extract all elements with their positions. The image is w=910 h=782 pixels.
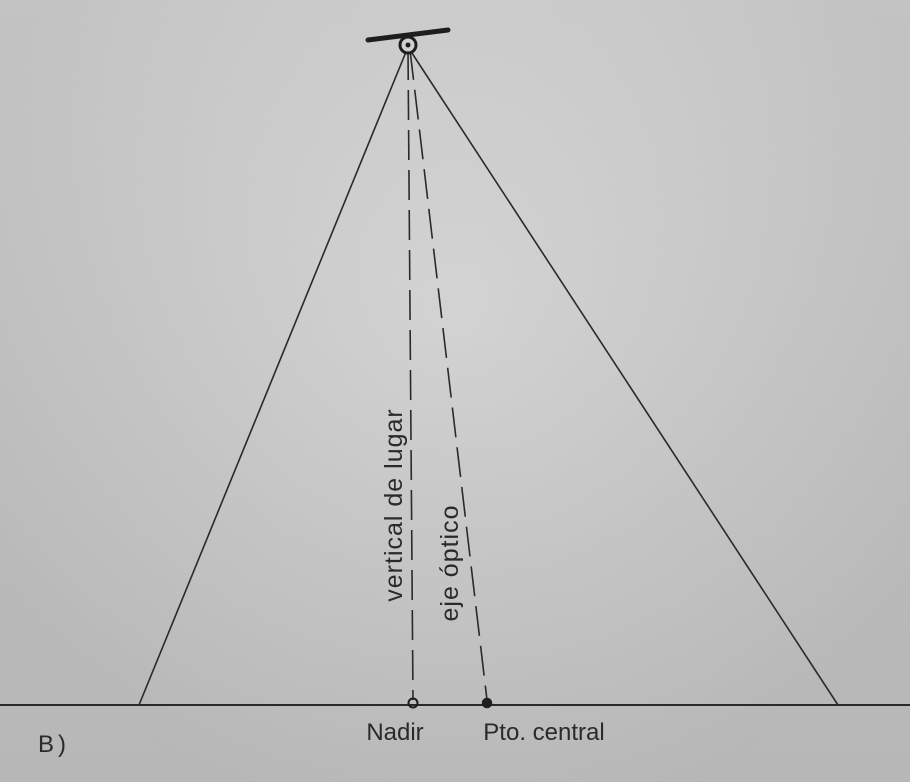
- nadir-label: Nadir: [366, 719, 423, 746]
- left-fov-line: [138, 46, 409, 706]
- vertical-dashed-line: [407, 49, 414, 701]
- center-label: Pto. central: [483, 719, 604, 746]
- optical-axis-dashed-line: [409, 49, 488, 701]
- camera-lens-icon: [365, 27, 451, 55]
- optical-axis-label: eje óptico: [436, 504, 464, 621]
- vertical-label: vertical de lugar: [380, 408, 408, 601]
- panel-label: B): [38, 731, 70, 758]
- nadir-point: [407, 697, 419, 709]
- center-point: [481, 697, 493, 709]
- right-fov-line: [407, 46, 839, 706]
